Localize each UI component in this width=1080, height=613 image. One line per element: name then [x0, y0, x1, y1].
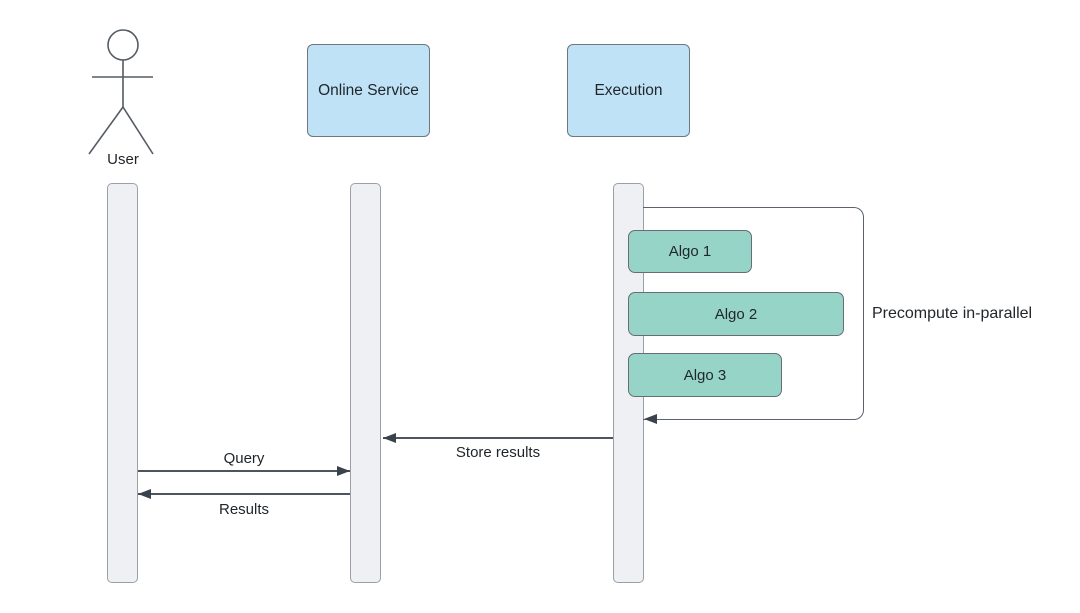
participant-execution-label: Execution	[594, 81, 663, 99]
results-label: Results	[218, 501, 270, 518]
store-results-arrowhead-icon	[383, 433, 396, 443]
task-algo-3-label: Algo 3	[683, 366, 727, 384]
task-algo-2-label: Algo 2	[714, 305, 758, 323]
query-arrow	[138, 470, 350, 472]
store-results-label: Store results	[455, 444, 541, 461]
query-arrowhead-icon	[337, 466, 350, 476]
user-actor-icon	[88, 29, 154, 155]
task-algo-1-label: Algo 1	[668, 243, 712, 260]
results-arrow	[138, 493, 350, 495]
participant-online-service: Online Service	[307, 44, 430, 137]
actor-user-label: User	[107, 151, 139, 168]
parallel-annotation-label: Precompute in-parallel	[872, 305, 1033, 322]
query-label: Query	[223, 450, 265, 467]
parallel-loop-arrowhead-icon	[644, 414, 657, 424]
results-arrowhead-icon	[138, 489, 151, 499]
parallel-loop-bracket	[643, 207, 864, 420]
lifeline-user	[107, 183, 138, 583]
task-algo-2: Algo 2	[628, 292, 844, 336]
store-results-arrow	[383, 437, 613, 439]
task-algo-3: Algo 3	[628, 353, 782, 397]
lifeline-online-service	[350, 183, 381, 583]
participant-online-service-label: Online Service	[318, 81, 419, 99]
task-algo-1: Algo 1	[628, 230, 752, 273]
participant-execution: Execution	[567, 44, 690, 137]
